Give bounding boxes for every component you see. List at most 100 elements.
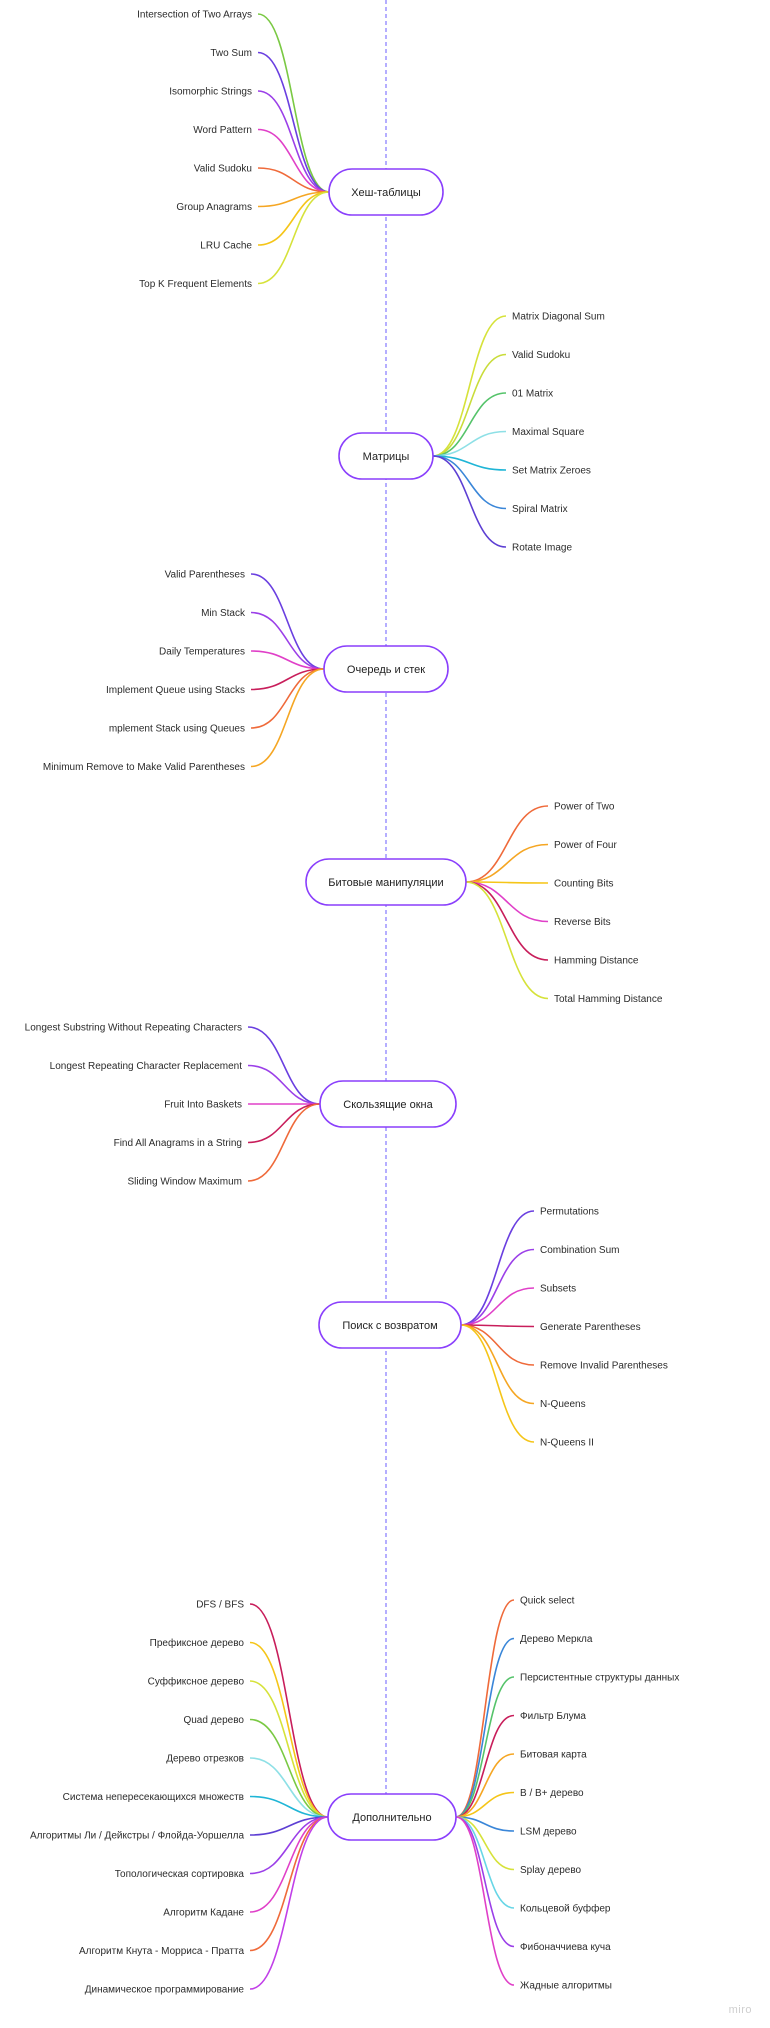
topic-node[interactable]: Поиск с возвратом: [318, 1301, 462, 1349]
leaf-topic[interactable]: Суффиксное дерево: [148, 1676, 245, 1688]
topic-node[interactable]: Скользящие окна: [319, 1080, 457, 1128]
branch-line: [432, 430, 507, 457]
leaf-topic[interactable]: Quad дерево: [183, 1715, 244, 1726]
branch-line: [250, 650, 325, 670]
leaf-topic[interactable]: Quick select: [520, 1596, 575, 1607]
branch-line: [460, 1324, 535, 1366]
leaf-topic[interactable]: 01 Matrix: [512, 389, 553, 400]
miro-watermark: miro: [728, 2004, 752, 2016]
branch-line: [465, 881, 549, 884]
branch-line: [257, 191, 330, 285]
branch-line: [465, 881, 549, 1000]
leaf-topic[interactable]: Remove Invalid Parentheses: [540, 1361, 668, 1372]
topic-node-border: [319, 1080, 457, 1128]
leaf-topic[interactable]: Set Matrix Zeroes: [512, 466, 591, 477]
leaf-topic[interactable]: Sliding Window Maximum: [128, 1177, 242, 1188]
branch-line: [460, 1248, 535, 1326]
branch-line: [455, 1637, 515, 1818]
leaf-topic[interactable]: Generate Parentheses: [540, 1322, 641, 1333]
leaf-topic[interactable]: DFS / BFS: [196, 1600, 244, 1611]
leaf-topic[interactable]: Valid Sudoku: [194, 164, 252, 175]
leaf-topic[interactable]: Top K Frequent Elements: [139, 279, 252, 290]
leaf-topic[interactable]: Алгоритм Кнута - Морриса - Пратта: [79, 1946, 244, 1957]
branch-line: [257, 191, 330, 246]
leaf-topic[interactable]: Spiral Matrix: [512, 504, 568, 515]
topic-node[interactable]: Хеш-таблицы: [328, 168, 444, 216]
branch-line: [249, 1757, 329, 1818]
leaf-topic[interactable]: Matrix Diagonal Sum: [512, 312, 605, 323]
leaf-topic[interactable]: Фибоначчиева куча: [520, 1941, 611, 1953]
branch-line: [465, 881, 549, 923]
topic-node[interactable]: Битовые манипуляции: [305, 858, 467, 906]
leaf-topic[interactable]: Combination Sum: [540, 1245, 619, 1256]
leaf-topic[interactable]: Алгоритмы Ли / Дейкстры / Флойда-Уоршелл…: [30, 1831, 244, 1842]
leaf-topic[interactable]: Кольцевой буффер: [520, 1903, 611, 1915]
leaf-topic[interactable]: Minimum Remove to Make Valid Parentheses: [43, 762, 245, 773]
leaf-topic[interactable]: Префиксное дерево: [150, 1637, 245, 1649]
leaf-topic[interactable]: Longest Repeating Character Replacement: [50, 1061, 243, 1072]
branch-line: [455, 1816, 515, 1986]
leaf-topic[interactable]: Fruit Into Baskets: [164, 1100, 242, 1111]
leaf-topic[interactable]: Valid Sudoku: [512, 350, 570, 361]
leaf-topic[interactable]: Power of Four: [554, 840, 617, 851]
branch-line: [250, 668, 325, 729]
topic-node-border: [338, 432, 434, 480]
branch-line: [249, 1816, 329, 1990]
branch-line: [455, 1791, 515, 1818]
branch-line: [455, 1816, 515, 1948]
leaf-topic[interactable]: Find All Anagrams in a String: [114, 1138, 242, 1149]
leaf-topic[interactable]: Жадные алгоритмы: [520, 1981, 612, 1992]
leaf-topic[interactable]: Intersection of Two Arrays: [137, 10, 252, 21]
leaf-topic[interactable]: Two Sum: [210, 48, 252, 59]
topic-node[interactable]: Матрицы: [338, 432, 434, 480]
leaf-topic[interactable]: LRU Cache: [200, 241, 252, 252]
topic-node[interactable]: Очередь и стек: [323, 645, 449, 693]
leaf-topic[interactable]: Maximal Square: [512, 427, 585, 438]
leaf-topic[interactable]: N-Queens II: [540, 1438, 594, 1449]
leaf-topic[interactable]: Min Stack: [201, 608, 246, 619]
leaf-topic[interactable]: Valid Parentheses: [165, 570, 245, 581]
leaf-topic[interactable]: Permutations: [540, 1207, 599, 1218]
branch-line: [250, 668, 325, 691]
topic-title: Матрицы: [363, 451, 410, 463]
branch-line: [257, 191, 330, 208]
branch-line: [257, 167, 330, 193]
leaf-topic[interactable]: Subsets: [540, 1284, 576, 1295]
leaf-topic[interactable]: Топологическая сортировка: [115, 1869, 245, 1880]
leaf-topic[interactable]: mplement Stack using Queues: [109, 724, 245, 735]
leaf-topic[interactable]: Rotate Image: [512, 543, 572, 554]
leaf-topic[interactable]: N-Queens: [540, 1399, 586, 1410]
branch-line: [455, 1714, 515, 1818]
leaf-topic[interactable]: Longest Substring Without Repeating Char…: [25, 1023, 242, 1034]
leaf-topic[interactable]: Фильтр Блума: [520, 1711, 586, 1722]
leaf-topic[interactable]: B / B+ дерево: [520, 1788, 584, 1799]
leaf-topic[interactable]: Reverse Bits: [554, 917, 611, 928]
leaf-topic[interactable]: Counting Bits: [554, 879, 613, 890]
leaf-topic[interactable]: Динамическое программирование: [85, 1985, 245, 1996]
leaf-topic[interactable]: LSM дерево: [520, 1827, 577, 1838]
leaf-topic[interactable]: Word Pattern: [193, 125, 252, 136]
leaf-topic[interactable]: Дерево отрезков: [166, 1754, 244, 1765]
leaf-topic[interactable]: Total Hamming Distance: [554, 994, 663, 1005]
topic-title: Дополнительно: [352, 1812, 431, 1824]
branch-line: [257, 13, 330, 193]
leaf-topic[interactable]: Group Anagrams: [176, 202, 252, 213]
branch-line: [432, 455, 507, 548]
leaf-topic[interactable]: Система непересекающихся множеств: [63, 1792, 244, 1803]
leaf-topic[interactable]: Daily Temperatures: [159, 647, 245, 658]
leaf-topic[interactable]: Splay дерево: [520, 1865, 582, 1876]
branch-line: [432, 392, 507, 457]
leaf-topic[interactable]: Power of Two: [554, 802, 615, 813]
leaf-topic[interactable]: Алгоритм Кадане: [163, 1908, 244, 1919]
topic-node[interactable]: Дополнительно: [327, 1793, 457, 1841]
leaf-topic[interactable]: Дерево Меркла: [520, 1634, 593, 1645]
leaf-topic[interactable]: Isomorphic Strings: [169, 87, 252, 98]
leaf-topic[interactable]: Персистентные структуры данных: [520, 1673, 679, 1684]
leaf-topic[interactable]: Битовая карта: [520, 1750, 587, 1761]
branch-line: [247, 1064, 321, 1105]
leaf-topic[interactable]: Hamming Distance: [554, 956, 639, 967]
branch-line: [249, 1816, 329, 1913]
topic-node-border: [327, 1793, 457, 1841]
leaf-topic[interactable]: Implement Queue using Stacks: [106, 685, 245, 696]
branch-line: [247, 1026, 321, 1105]
